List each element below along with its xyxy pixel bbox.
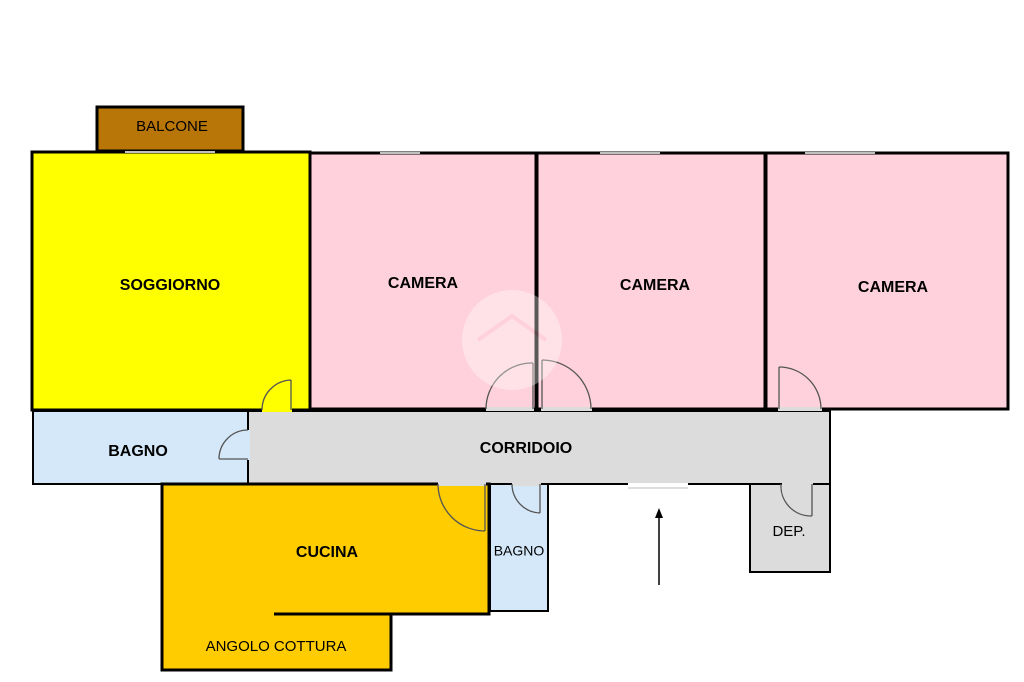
watermark-logo [462,290,562,390]
label-soggiorno: SOGGIORNO [120,277,220,294]
label-angolo-cottura: ANGOLO COTTURA [206,638,347,655]
label-cucina: CUCINA [296,544,359,561]
room-camera-2 [535,151,767,411]
room-soggiorno [30,150,312,412]
label-camera-2: CAMERA [620,277,691,294]
label-corridoio: CORRIDOIO [480,440,572,457]
door-bagno-1 [218,429,250,460]
label-dep: DEP. [772,523,805,540]
door-dep [780,482,813,517]
label-balcone: BALCONE [136,118,208,135]
door-camera-3 [778,366,822,411]
room-camera-3 [764,151,1010,411]
door-camera-2 [541,359,592,411]
room-camera-1 [308,151,538,411]
windows [125,151,875,154]
door-cucina [437,482,486,532]
label-bagno-2: BAGNO [494,543,545,559]
door-soggiorno [261,379,292,412]
label-camera-3: CAMERA [858,279,929,296]
room-bagno-1 [32,410,249,485]
label-camera-1: CAMERA [388,275,459,292]
label-bagno-1: BAGNO [108,443,168,460]
room-bagno-2 [489,483,549,612]
entrance-arrow-icon [655,508,663,585]
door-bagno-2 [511,482,541,514]
door-camera-1 [485,362,534,411]
room-dep [749,483,831,573]
